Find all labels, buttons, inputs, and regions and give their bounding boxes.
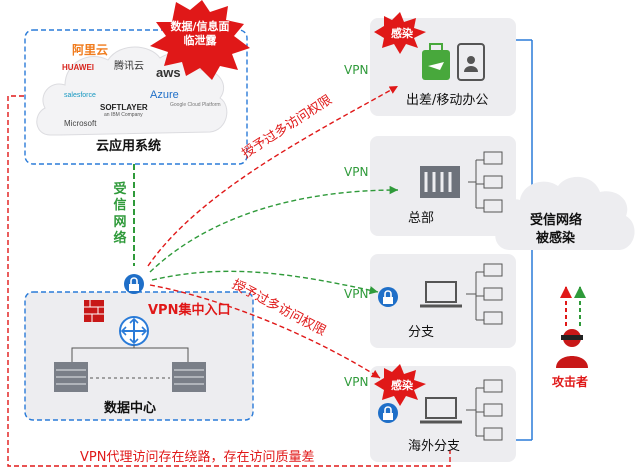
huawei-logo: HUAWEI xyxy=(62,63,94,72)
azure-logo: Azure xyxy=(150,89,179,101)
warning-bottom-issue: VPN代理访问存在绕路，存在访问质量差 xyxy=(80,450,315,465)
router-icon xyxy=(119,316,149,346)
aws-logo: aws xyxy=(156,65,181,80)
site-label-hq: 总部 xyxy=(408,211,435,226)
infected-burst-mobile xyxy=(374,12,426,54)
tablet-icon xyxy=(457,43,485,81)
branch-vpn-lock-icon xyxy=(378,287,398,307)
data-center-label: 数据中心 xyxy=(104,401,157,416)
branch-laptop-icon xyxy=(420,281,462,308)
cloud-logos-shape xyxy=(36,46,228,136)
infected-network-label-2: 被感染 xyxy=(536,231,576,246)
vpn-label-branch: VPN xyxy=(344,287,369,301)
green-link-branch xyxy=(151,270,379,295)
attacker-icon xyxy=(556,329,588,368)
google-cloud-logo: Google Cloud Platform xyxy=(170,102,221,108)
overseas-laptop-icon xyxy=(420,397,462,424)
building-icon xyxy=(420,166,460,198)
server-left-icon xyxy=(54,362,88,392)
trusted-network-label: 受信网络 xyxy=(113,182,127,246)
detour-path xyxy=(7,95,451,467)
site-label-mobile: 出差/移动办公 xyxy=(406,93,489,108)
infected-network-cloud xyxy=(495,176,635,250)
softlayer-logo: SOFTLAYER xyxy=(100,103,148,112)
infected-burst-overseas xyxy=(374,364,426,406)
overseas-computers xyxy=(466,379,503,441)
luggage-icon xyxy=(422,43,450,80)
site-label-branch: 分支 xyxy=(408,325,435,340)
infected-overseas-text: 感染 xyxy=(391,379,413,392)
aliyun-logo: 阿里云 xyxy=(72,43,109,57)
hq-computers xyxy=(468,151,503,213)
leak-burst-text: 数据/信息面临泄露 xyxy=(170,20,230,47)
infected-mobile-text: 感染 xyxy=(391,27,413,40)
salesforce-logo: salesforce xyxy=(64,92,96,99)
green-link-hq xyxy=(149,185,399,273)
vpn-label-overseas: VPN xyxy=(344,375,369,389)
infected-network-label-1: 受信网络 xyxy=(530,213,583,228)
leak-burst xyxy=(150,0,250,80)
router-to-servers xyxy=(71,345,189,362)
vpn-label-mobile: VPN xyxy=(344,63,369,77)
microsoft-logo: Microsoft xyxy=(64,119,97,128)
cloud-system-label: 云应用系统 xyxy=(96,139,162,154)
overseas-vpn-lock-icon xyxy=(378,403,398,423)
server-right-icon xyxy=(172,362,206,392)
firewall-icon xyxy=(84,300,104,322)
branch-computers xyxy=(466,263,503,325)
site-label-overseas: 海外分支 xyxy=(408,439,461,454)
vpn-entry-label: VPN集中入口 xyxy=(148,303,231,318)
red-link-overseas xyxy=(149,284,381,379)
vpn-lock-icon xyxy=(124,274,144,294)
vpn-label-hq: VPN xyxy=(344,165,369,179)
attacker-label: 攻击者 xyxy=(552,375,589,389)
red-link-mobile xyxy=(147,85,399,267)
tencent-logo: 腾讯云 xyxy=(114,61,144,72)
ibm-company-logo: an IBM Company xyxy=(104,112,143,118)
